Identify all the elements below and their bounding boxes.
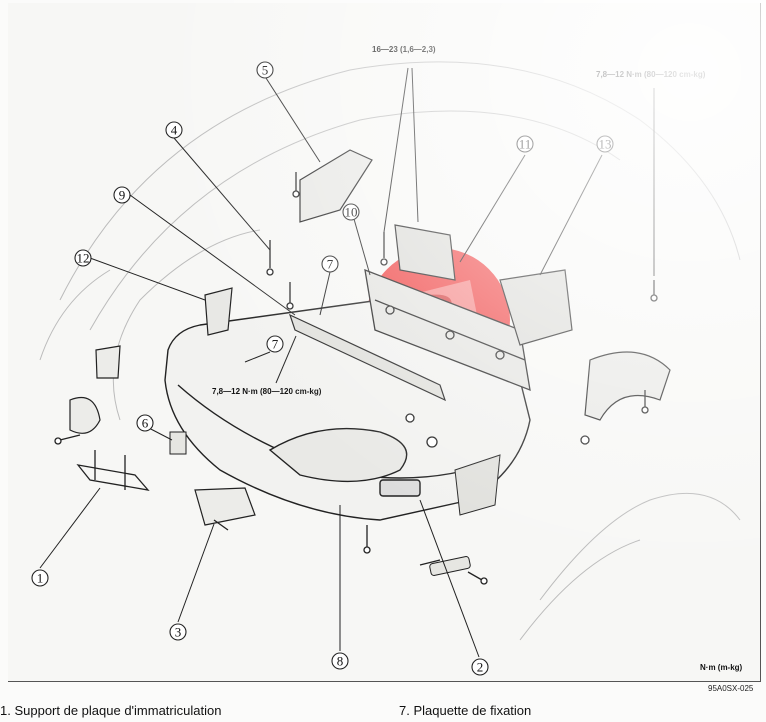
callout-13: 13 [599, 137, 612, 152]
upper-bracket [299, 149, 373, 223]
legend-item-7: 7. Plaquette de fixation [399, 703, 532, 718]
callout-1: 1 [37, 571, 44, 586]
callout-6: 6 [142, 416, 149, 431]
trim-plate [429, 556, 471, 576]
units-label: N·m (m-kg) [700, 663, 743, 672]
torque-spec-top: 16—23 (1,6—2,3) [372, 45, 436, 54]
turn-signal-lamp [69, 345, 121, 434]
torque-spec-right: 7,8—12 N·m (80—120 cm-kg) [596, 70, 706, 79]
callout-7a: 7 [327, 257, 334, 272]
callout-10: 10 [345, 205, 358, 220]
callout-4: 4 [171, 123, 178, 138]
fog-lamp [194, 487, 256, 526]
callout-7b: 7 [272, 337, 279, 352]
side-bracket [204, 287, 233, 336]
callout-8: 8 [337, 654, 344, 669]
license-plate-bracket [76, 450, 150, 491]
callout-9: 9 [119, 188, 126, 203]
small-bracket [169, 431, 187, 455]
callout-5: 5 [262, 63, 269, 78]
figure-reference: 95A0SX-025 [708, 684, 754, 693]
callout-12: 12 [77, 251, 90, 266]
torque-spec-left: 7,8—12 N·m (80—120 cm-kg) [212, 387, 322, 396]
callout-11: 11 [519, 137, 532, 152]
callout-2: 2 [477, 660, 484, 675]
callout-3: 3 [175, 625, 182, 640]
fender-liner [584, 351, 671, 421]
legend-item-1: 1. Support de plaque d'immatriculation [0, 703, 222, 718]
